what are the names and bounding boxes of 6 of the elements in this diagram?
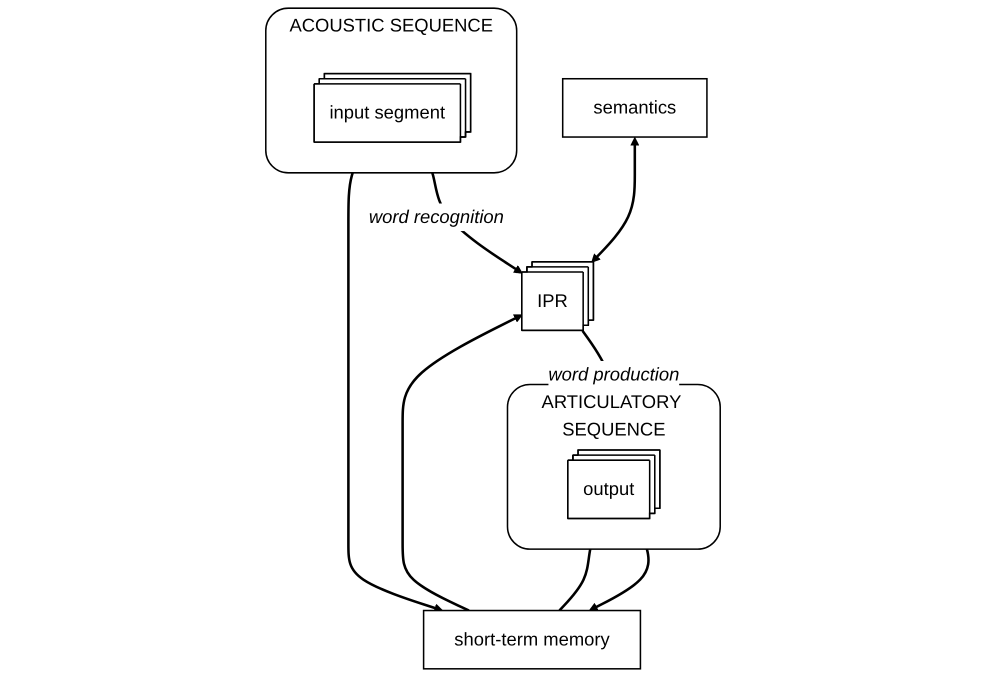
node-box: short-term memory (422, 610, 642, 670)
edge-label: word recognition (368, 206, 504, 228)
arrow (401, 314, 523, 612)
arrow (591, 137, 640, 263)
edge-label: word production (548, 364, 680, 385)
node-box: semantics (562, 78, 708, 138)
